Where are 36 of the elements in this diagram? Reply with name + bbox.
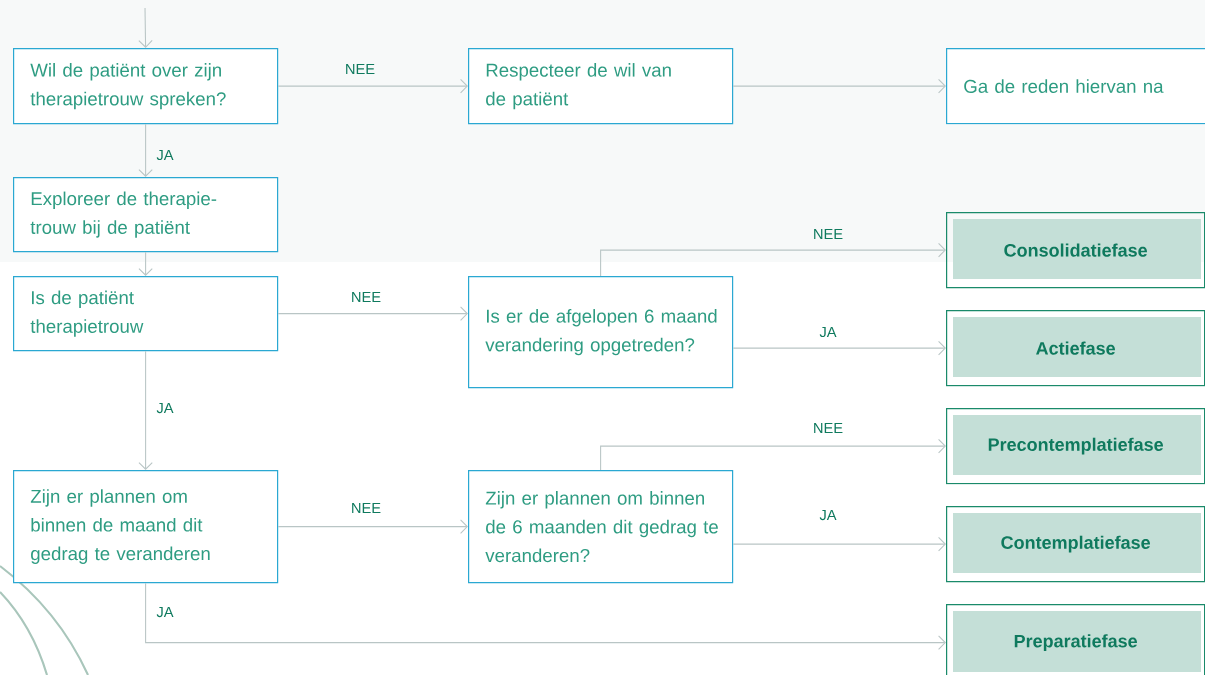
edge-label: NEE (352, 502, 381, 514)
arrow (145, 582, 946, 650)
edge-label: JA (156, 149, 174, 161)
arrow (277, 78, 468, 94)
arrow (138, 123, 153, 177)
question-box: Exploreer de therapie- trouw bij de patiënt (13, 177, 279, 253)
edge-label: NEE (352, 291, 381, 303)
arrow (600, 438, 946, 471)
edge-label: NEE (346, 63, 375, 75)
arrow (732, 536, 946, 552)
stage-box: Contemplatiefase (946, 506, 1205, 583)
arrow (138, 251, 153, 276)
edge-label: NEE (814, 422, 843, 434)
edge-label: JA (819, 509, 837, 521)
stage-box: Precontemplatiefase (946, 408, 1205, 485)
arrow (732, 340, 946, 356)
question-box: Zijn er plannen om binnen de maand dit gedrag te veranderen (13, 470, 279, 584)
question-box: Ga de reden hiervan na (946, 48, 1205, 125)
question-box: Wil de patiënt over zijn therapietrouw spreken? (13, 48, 279, 125)
arrow (600, 242, 946, 277)
edge-label: NEE (814, 228, 843, 240)
arrow (277, 306, 468, 321)
arrow (138, 350, 153, 470)
question-box: Is de patiënt therapietrouw (13, 276, 279, 352)
arrow (138, 7, 153, 48)
question-box: Zijn er plannen om binnen de 6 maanden dit gedrag te veranderen? (468, 470, 734, 584)
edge-label: JA (156, 402, 174, 414)
edge-label: JA (156, 606, 174, 618)
edge-label: JA (819, 326, 837, 338)
arrow (732, 78, 946, 94)
stage-box: Preparatiefase (946, 604, 1205, 675)
arrow (277, 519, 468, 534)
stage-box: Actiefase (946, 310, 1205, 387)
question-box: Respecteer de wil van de patiënt (468, 48, 734, 125)
question-box: Is er de afgelopen 6 maand verandering opgetreden? (468, 276, 734, 389)
stage-box: Consolidatiefase (946, 212, 1205, 289)
